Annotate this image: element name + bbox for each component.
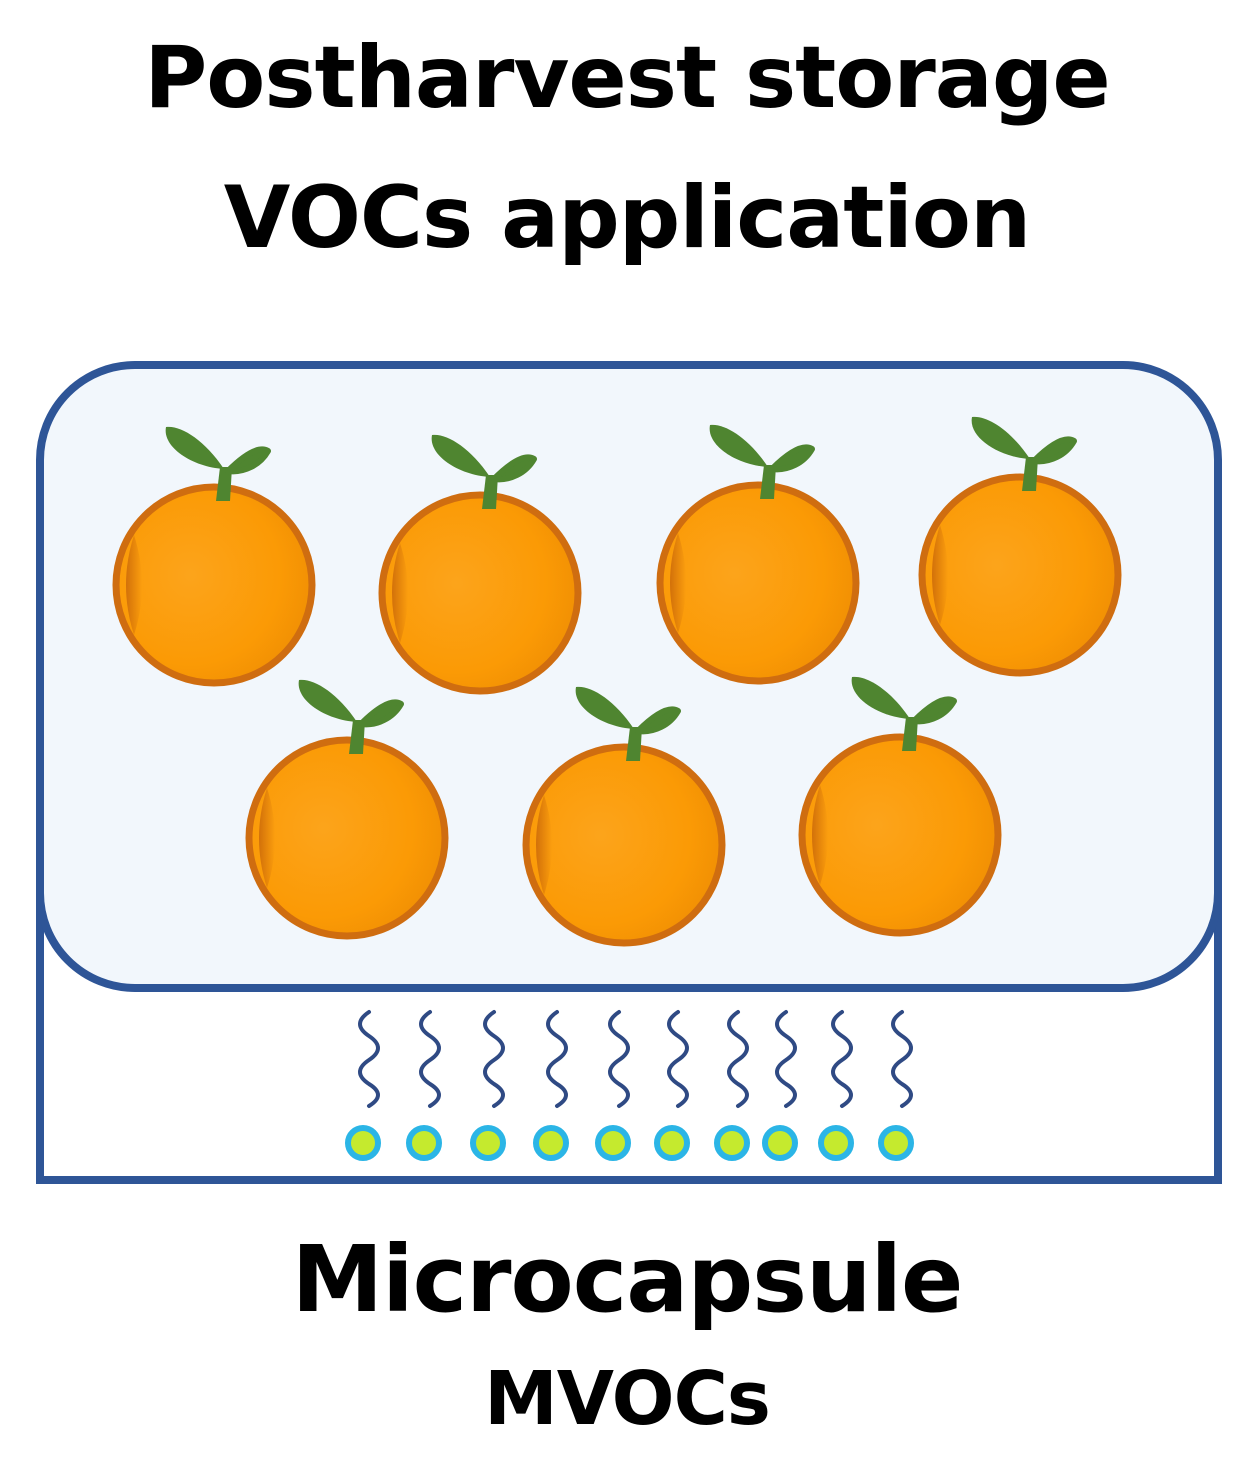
microcapsules-group — [345, 1125, 914, 1161]
diagram-title-line-1: Postharvest storage — [144, 28, 1110, 128]
orange-fruit-icon — [522, 686, 726, 947]
volatile-wave-icon — [419, 1010, 441, 1108]
microcapsule-icon — [345, 1125, 381, 1161]
orange-fruit-icon — [112, 426, 316, 687]
orange-fruit-icon — [656, 424, 860, 685]
vapor-group — [358, 1010, 913, 1108]
oranges-group — [112, 416, 1122, 947]
orange-fruit-icon — [798, 676, 1002, 937]
volatile-wave-icon — [667, 1010, 689, 1108]
microcapsule-icon — [714, 1125, 750, 1161]
volatile-wave-icon — [775, 1010, 797, 1108]
microcapsule-icon — [878, 1125, 914, 1161]
microcapsule-icon — [654, 1125, 690, 1161]
volatile-wave-icon — [831, 1010, 853, 1108]
volatile-wave-icon — [483, 1010, 505, 1108]
volatile-wave-icon — [546, 1010, 568, 1108]
diagram-title-line-2: VOCs application — [223, 168, 1031, 268]
microcapsule-icon — [470, 1125, 506, 1161]
volatile-wave-icon — [608, 1010, 630, 1108]
microcapsule-icon — [818, 1125, 854, 1161]
volatile-wave-icon — [891, 1010, 913, 1108]
microcapsule-icon — [533, 1125, 569, 1161]
orange-fruit-icon — [378, 434, 582, 695]
volatile-wave-icon — [358, 1010, 380, 1108]
orange-fruit-icon — [245, 679, 449, 940]
orange-fruit-icon — [918, 416, 1122, 677]
microcapsule-icon — [595, 1125, 631, 1161]
volatile-wave-icon — [727, 1010, 749, 1108]
microcapsule-icon — [762, 1125, 798, 1161]
caption-microcapsule: Microcapsule — [291, 1226, 964, 1333]
microcapsule-icon — [406, 1125, 442, 1161]
caption-mvocs: MVOCs — [484, 1356, 771, 1442]
